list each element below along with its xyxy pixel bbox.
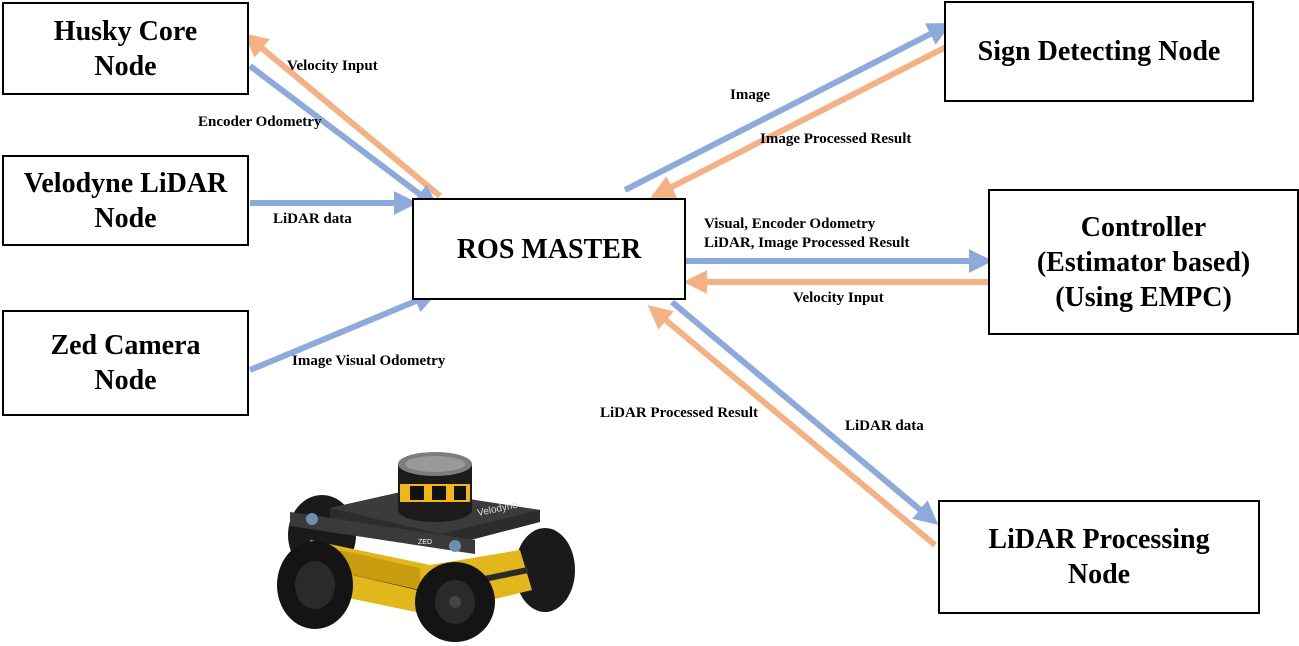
robot-wheel-back-right [515,528,575,612]
arrow-sign-processed-result [650,43,950,198]
zed-camera-node-label: Zed Camera Node [50,330,201,396]
lidar-processing-node: LiDAR Processing Node [938,500,1260,614]
label-husky-velocity-input: Velocity Input [287,58,378,74]
ros-master-node-label: ROS MASTER [456,233,642,265]
arrow-sign-image [623,23,952,193]
zed-camera-node: Zed Camera Node [2,310,249,416]
sign-detecting-node-label: Sign Detecting Node [977,36,1221,67]
velodyne-lidar-node-label: Velodyne LiDAR Node [23,167,228,234]
controller-node: Controller (Estimator based) (Using EMPC… [988,189,1299,335]
robot-zed-camera [290,512,475,554]
label-husky-encoder-odometry: Encoder Odometry [198,114,322,130]
robot-zed-brand: ZED [418,539,432,546]
velodyne-lidar-node: Velodyne LiDAR Node [2,155,249,246]
arrow-husky-velocity-input [243,33,442,199]
husky-core-node: Husky Core Node [2,2,249,95]
label-controller-velocity-input: Velocity Input [793,290,884,306]
arrow-lidar-processed-result [647,305,937,548]
sign-detecting-node: Sign Detecting Node [944,1,1254,102]
label-velodyne-lidar-data: LiDAR data [273,211,352,227]
arrow-lidar-data [670,299,939,525]
label-sign-image: Image [730,87,770,103]
lidar-processing-node-label: LiDAR Processing Node [988,524,1210,590]
label-sign-processed-result: Image Processed Result [760,131,912,147]
label-lidar-data: LiDAR data [845,418,924,434]
arrow-zed-visual-odometry [248,289,438,373]
label-zed-visual-odometry: Image Visual Odometry [292,353,446,369]
label-controller-inputs: Visual, Encoder Odometry LiDAR, Image Pr… [704,216,910,251]
controller-node-label: Controller (Estimator based) (Using EMPC… [1036,211,1251,313]
label-lidar-processed-result: LiDAR Processed Result [600,405,759,421]
ros-master-node: ROS MASTER [412,198,686,300]
husky-core-node-label: Husky Core Node [53,15,198,82]
arrow-husky-encoder-odometry [248,63,439,209]
husky-robot-image: Velodyne ZED [277,452,575,642]
